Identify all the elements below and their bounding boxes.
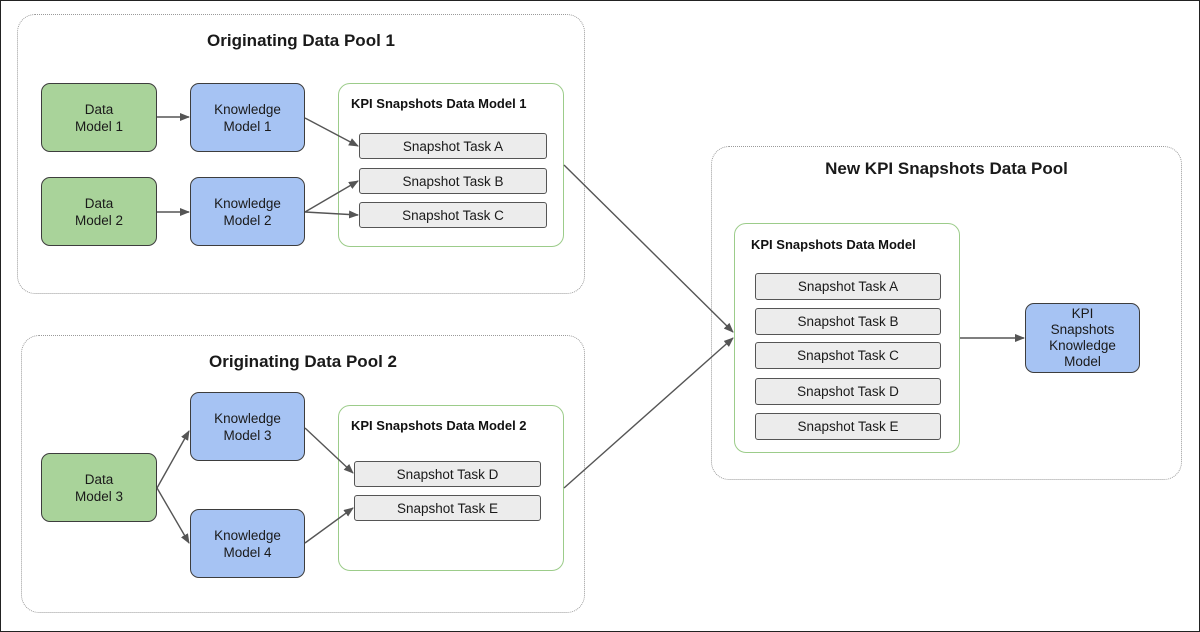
snapshot-task-b: Snapshot Task B xyxy=(755,308,941,335)
snapshot-task-c: Snapshot Task C xyxy=(755,342,941,369)
kpi-snapshots-data-model-2: KPI Snapshots Data Model 2 xyxy=(338,405,564,571)
model-title: KPI Snapshots Data Model 1 xyxy=(351,96,527,111)
data-model-2: Data Model 2 xyxy=(41,177,157,246)
snapshot-task-e: Snapshot Task E xyxy=(354,495,541,521)
knowledge-model-4: Knowledge Model 4 xyxy=(190,509,305,578)
snapshot-task-a: Snapshot Task A xyxy=(359,133,547,159)
data-model-3: Data Model 3 xyxy=(41,453,157,522)
snapshot-task-c: Snapshot Task C xyxy=(359,202,547,228)
knowledge-model-2: Knowledge Model 2 xyxy=(190,177,305,246)
pool-title: Originating Data Pool 1 xyxy=(207,31,395,50)
kpi-snapshots-knowledge-model: KPI Snapshots Knowledge Model xyxy=(1025,303,1140,373)
data-model-1: Data Model 1 xyxy=(41,83,157,152)
knowledge-model-1: Knowledge Model 1 xyxy=(190,83,305,152)
snapshot-task-e: Snapshot Task E xyxy=(755,413,941,440)
snapshot-task-a: Snapshot Task A xyxy=(755,273,941,300)
snapshot-task-d: Snapshot Task D xyxy=(354,461,541,487)
knowledge-model-3: Knowledge Model 3 xyxy=(190,392,305,461)
snapshot-task-d: Snapshot Task D xyxy=(755,378,941,405)
pool-title: New KPI Snapshots Data Pool xyxy=(825,159,1068,178)
snapshot-task-b: Snapshot Task B xyxy=(359,168,547,194)
pool-title: Originating Data Pool 2 xyxy=(209,352,397,371)
model-title: KPI Snapshots Data Model 2 xyxy=(351,418,527,433)
originating-data-pool-1: Originating Data Pool 1 xyxy=(17,14,585,294)
model-title: KPI Snapshots Data Model xyxy=(751,237,916,252)
